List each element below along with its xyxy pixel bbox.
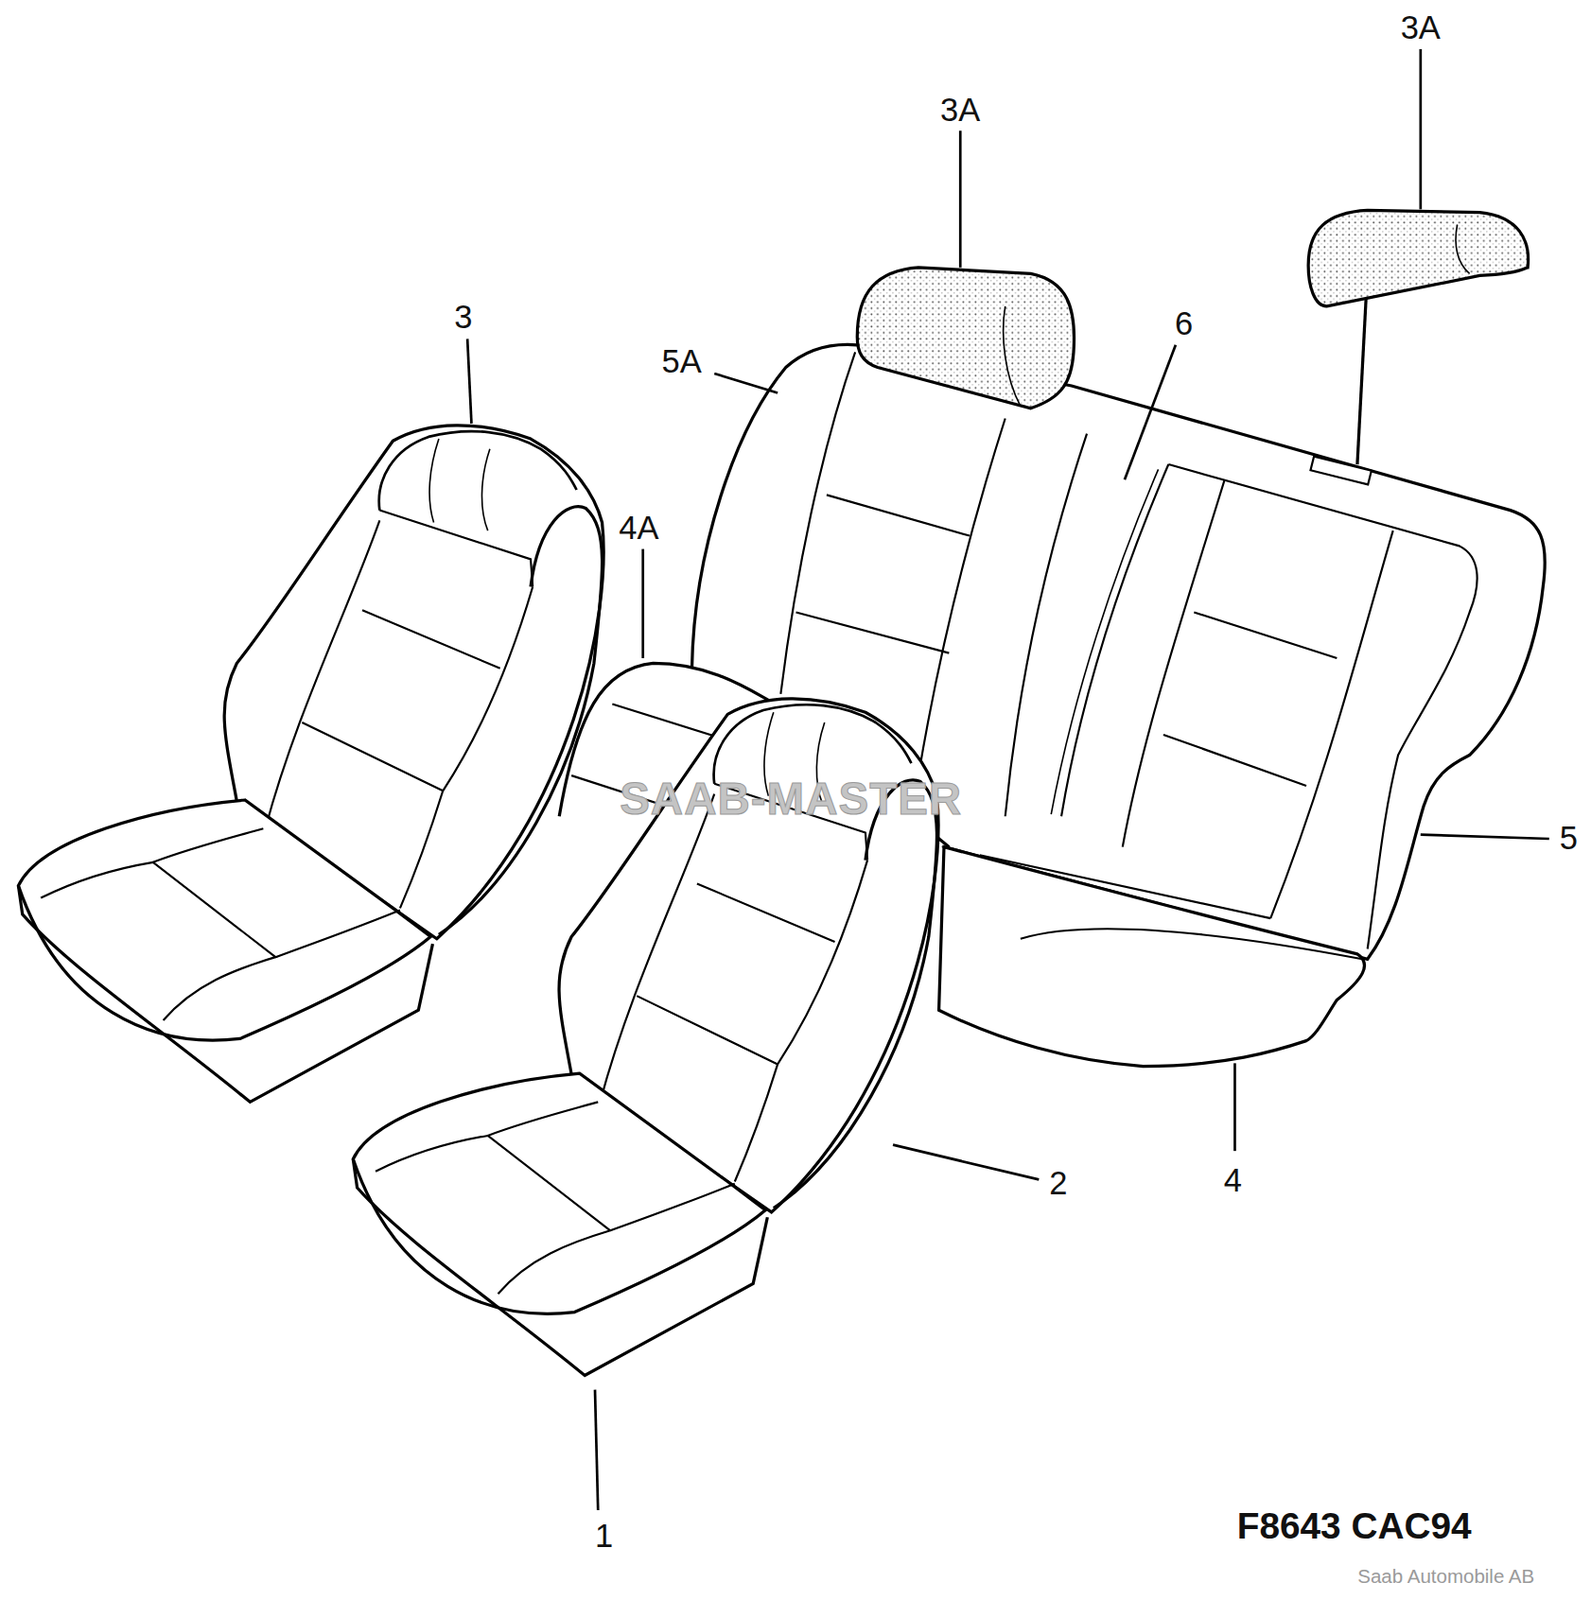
figure-code: F8643 CAC94	[1237, 1506, 1472, 1548]
callout-number: 1	[594, 1519, 613, 1556]
callout-number: 2	[1049, 1166, 1067, 1203]
callout-number: 3A	[1400, 10, 1441, 47]
watermark: SAAB-MASTER	[619, 774, 962, 824]
callout-number: 3	[454, 299, 473, 336]
copyright-note: Saab Automobile AB	[1357, 1566, 1535, 1589]
callout-number: 5A	[662, 344, 702, 381]
callout-number: 5	[1559, 821, 1578, 857]
callout-number: 4	[1223, 1163, 1242, 1200]
callout-number: 6	[1174, 306, 1193, 343]
callout-number: 4A	[618, 510, 659, 547]
callout-number: 3A	[940, 92, 980, 129]
